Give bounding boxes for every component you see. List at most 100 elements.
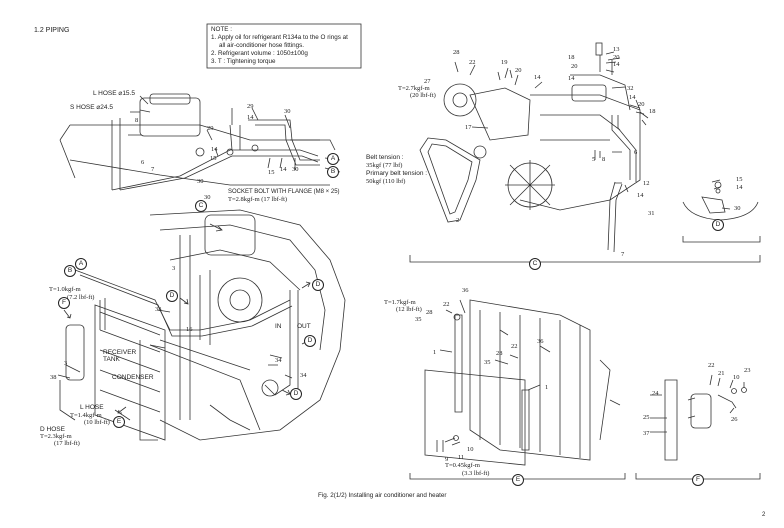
overhead-unit-drawing — [59, 93, 336, 191]
part-number: 34 — [300, 372, 307, 379]
part-number: 29 — [247, 103, 254, 110]
part-number: 11 — [458, 454, 465, 461]
part-number: 28 — [426, 309, 433, 316]
part-number: 27 — [424, 78, 431, 85]
part-number: 1 — [545, 384, 549, 391]
note-heading: NOTE : — [211, 26, 232, 33]
part-number: 9 — [445, 456, 449, 463]
part-number: 31 — [648, 210, 655, 217]
part-number: 13 — [613, 46, 620, 53]
part-number: 33 — [155, 306, 162, 313]
callout-c-main: C — [195, 200, 207, 212]
note-line-4: 3. T : Tightening torque — [211, 58, 276, 65]
arrow-e — [117, 406, 127, 414]
part-number: 5 — [592, 156, 596, 163]
part-number: 16 — [186, 326, 193, 333]
part-number: 30 — [197, 178, 204, 185]
part-number: 10 — [467, 446, 474, 453]
arrow-f — [63, 309, 72, 319]
part-number: 10 — [733, 374, 740, 381]
callout-b-top: B — [327, 166, 339, 178]
label-socket-bolt: SOCKET BOLT WITH FLANGE (M8 × 25) — [228, 189, 340, 195]
label-torque-2-3-lbf: (17 lbf-ft) — [54, 440, 80, 447]
callout-d-1: D — [166, 290, 178, 302]
label-belt-50: 50kgf (110 lbf) — [366, 178, 406, 185]
arrow-d4 — [281, 389, 291, 396]
label-receiver: RECEIVER — [103, 349, 137, 356]
label-l-hose: L HOSE ⌀15.5 — [93, 90, 135, 97]
part-number: 14 — [247, 114, 254, 121]
part-number: 20 — [613, 54, 620, 61]
part-number: 20 — [638, 101, 645, 108]
detail-e-drawing — [424, 299, 621, 466]
part-number: 28 — [453, 49, 460, 56]
label-torque-1-0-lbf: (7.2 lbf-ft) — [67, 294, 95, 301]
part-number: 22 — [443, 301, 450, 308]
label-tank: TANK — [103, 356, 120, 363]
part-number: 20 — [515, 67, 522, 74]
callout-f-section: F — [692, 474, 704, 486]
part-number: 37 — [643, 430, 650, 437]
callout-a-main: A — [75, 258, 87, 270]
callout-d-section: D — [712, 219, 724, 231]
part-number: 12 — [643, 180, 650, 187]
part-number: 22 — [511, 343, 518, 350]
part-number: 17 — [465, 124, 472, 131]
label-belt-35: 35kgf (77 lbf) — [366, 162, 403, 169]
part-number: 30 — [204, 194, 211, 201]
part-number: 28 — [496, 350, 503, 357]
figure-caption: Fig. 2(1/2) Installing air conditioner a… — [318, 492, 447, 499]
callout-d-3: D — [304, 335, 316, 347]
part-number: 35 — [484, 359, 491, 366]
part-number: 15 — [268, 169, 275, 176]
part-number: 7 — [151, 166, 155, 173]
part-number: 35 — [415, 316, 422, 323]
part-number: 6 — [141, 159, 145, 166]
part-number: 20 — [571, 63, 578, 70]
label-condenser: CONDENSER — [112, 374, 154, 381]
part-number: 23 — [744, 367, 751, 374]
label-belt-tension: Belt tension : — [366, 154, 404, 161]
callout-b-main: B — [64, 265, 76, 277]
part-number: 18 — [568, 54, 575, 61]
arrow-d2 — [301, 281, 311, 289]
part-number: 25 — [643, 414, 650, 421]
part-number: 6 — [634, 149, 638, 156]
label-torque-0-45-lbf: (3.3 lbf-ft) — [462, 470, 490, 477]
part-number: 14 — [534, 74, 541, 81]
label-torque-2-7-lbf: (20 lbf-ft) — [410, 92, 436, 99]
label-in: IN — [275, 323, 282, 330]
note-line-3: 2. Refrigerant volume : 1050±100g — [211, 50, 308, 57]
label-torque-1-4: T=1.4kgf-m — [70, 412, 102, 419]
part-number: 38 — [50, 374, 57, 381]
label-primary-belt: Primary belt tension : — [366, 170, 428, 177]
part-number: 15 — [736, 176, 743, 183]
part-number: 14 — [280, 166, 287, 173]
detail-f-drawing — [660, 379, 747, 461]
part-number: 24 — [652, 390, 659, 397]
callout-e-section: E — [512, 474, 524, 486]
part-number: 18 — [649, 108, 656, 115]
part-number: 36 — [462, 287, 469, 294]
part-number: 8 — [602, 156, 606, 163]
engine-front-drawing — [419, 42, 647, 253]
part-number: 29 — [207, 125, 214, 132]
part-number: 22 — [469, 59, 476, 66]
part-number: 30 — [734, 205, 741, 212]
part-number: 8 — [135, 117, 139, 124]
part-number: 3 — [172, 265, 176, 272]
part-number: 14 — [568, 75, 575, 82]
arrow-c — [209, 223, 223, 232]
part-number: 30 — [292, 166, 299, 173]
callout-d-4: D — [290, 388, 302, 400]
label-out: OUT — [297, 323, 311, 330]
arrow-d1 — [179, 297, 189, 305]
part-number: 14 — [629, 94, 636, 101]
part-number: 2 — [456, 217, 460, 224]
part-number: 26 — [731, 416, 738, 423]
label-torque-1-7: T=1.7kgf-m — [384, 299, 416, 306]
detail-d-drawing — [682, 181, 759, 221]
part-number: 32 — [627, 85, 634, 92]
part-number: 14 — [613, 61, 620, 68]
label-socket-torque: T=2.8kgf-m (17 lbf-ft) — [228, 196, 288, 203]
